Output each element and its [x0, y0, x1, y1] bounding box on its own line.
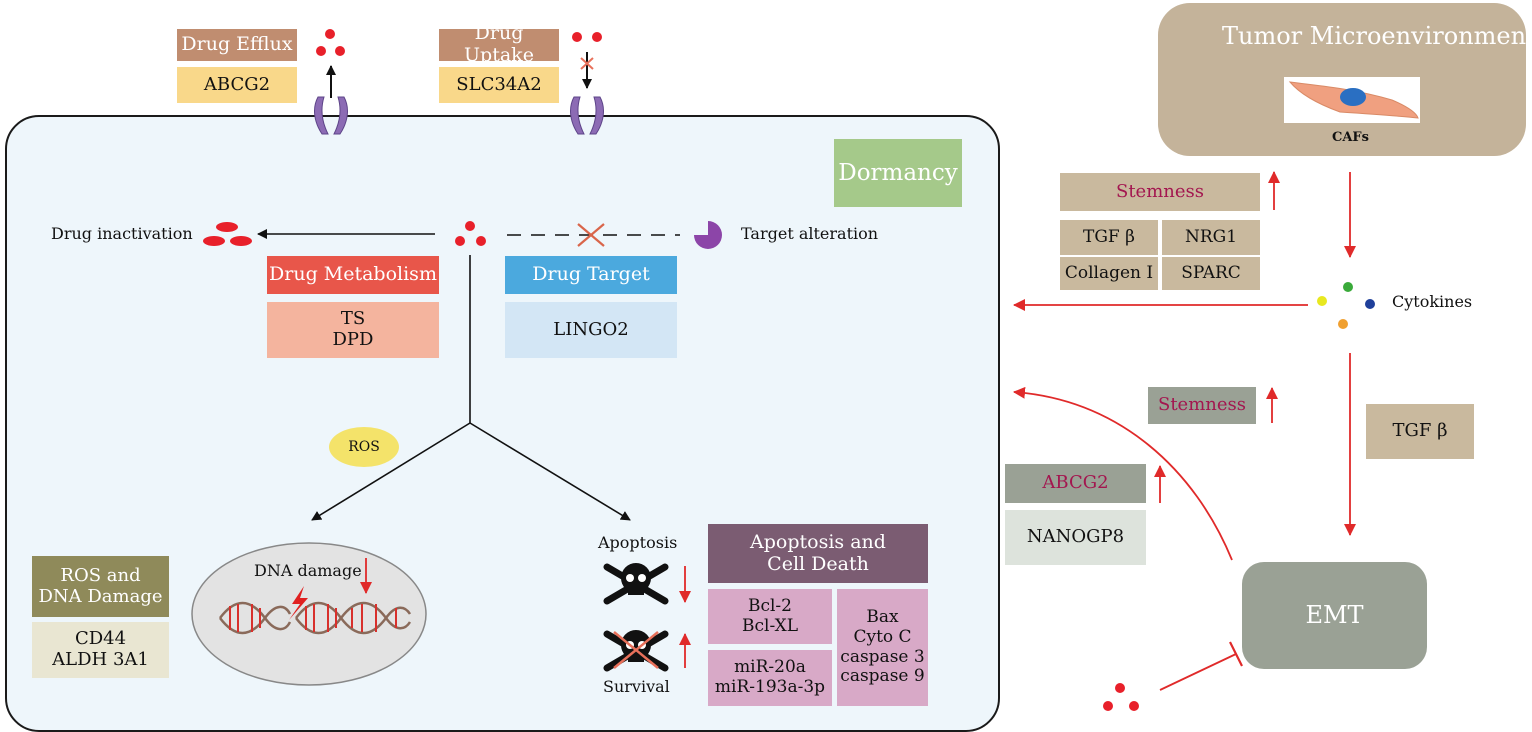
gene-dpd: DPD	[332, 329, 374, 350]
drug-target-genes: LINGO2	[505, 302, 677, 358]
drug-target-header: Drug Target	[505, 256, 677, 294]
drug-uptake-gene: SLC34A2	[439, 67, 559, 103]
gene-cd44: CD44	[74, 628, 127, 650]
cytokine-dots-icon	[1317, 282, 1375, 329]
drug-efflux-gene: ABCG2	[177, 67, 297, 103]
dormancy-box: Dormancy	[834, 139, 962, 207]
drug-metabolism-genes: TS DPD	[267, 302, 439, 358]
nanogp8-box: NANOGP8	[1005, 510, 1146, 565]
ros-bubble: ROS	[329, 427, 399, 467]
drug-metabolism-header: Drug Metabolism	[267, 256, 439, 294]
drug-molecules-efflux	[316, 29, 345, 56]
dna-damage-label: DNA damage	[254, 561, 362, 580]
gene-ts: TS	[340, 308, 366, 330]
cytokines-label: Cytokines	[1392, 292, 1473, 311]
drug-inactivation-label: Drug inactivation	[51, 224, 193, 243]
target-alteration-label: Target alteration	[741, 224, 879, 243]
skull-survival-icon	[603, 630, 669, 672]
tgf-beta-box: TGF β	[1366, 404, 1474, 459]
nucleus	[191, 542, 427, 686]
stemness-gene-tgfb: TGF β	[1060, 220, 1158, 255]
emt-box: EMT	[1242, 562, 1427, 669]
apoptosis-label: Apoptosis	[598, 533, 678, 552]
dna-helix-icon	[219, 601, 412, 635]
stemness-gene-collagen: Collagen I	[1060, 257, 1158, 290]
stemness-gene-sparc: SPARC	[1162, 257, 1260, 290]
stemness-mid-box: Stemness	[1148, 387, 1256, 424]
inactivated-drug-icon	[203, 222, 252, 246]
stemness-gene-nrg1: NRG1	[1162, 220, 1260, 255]
apoptosis-left-top: Bcl-2 Bcl-XL	[708, 589, 832, 644]
cancer-cell	[5, 115, 1000, 732]
uptake-transporter-icon	[570, 96, 604, 135]
gene-aldh3a1: ALDH 3A1	[52, 649, 149, 670]
apoptosis-right: Bax Cyto C caspase 3 caspase 9	[837, 589, 928, 706]
apoptosis-left-bottom: miR-20a miR-193a-3p	[708, 650, 832, 706]
binding-blocked-icon	[577, 223, 605, 247]
survival-label: Survival	[603, 677, 670, 696]
caf-label: CAFs	[1332, 130, 1369, 145]
drug-molecules-intracellular	[455, 221, 486, 246]
dna-rungs	[229, 604, 397, 632]
apoptosis-panel-header: Apoptosis and Cell Death	[708, 524, 928, 583]
skull-apoptosis-icon	[603, 563, 669, 605]
drug-molecules-uptake	[572, 32, 602, 42]
ros-dna-header: ROS and DNA Damage	[32, 556, 169, 617]
drug-efflux-header: Drug Efflux	[177, 29, 297, 61]
drug-uptake-header: Drug Uptake	[439, 22, 559, 66]
stemness-top-header: Stemness	[1060, 173, 1260, 211]
ros-dna-genes: CD44 ALDH 3A1	[32, 622, 169, 678]
dna-break-icon	[289, 586, 308, 620]
tumor-microenvironment-title: Tumor Microenvironment	[1222, 22, 1532, 50]
uptake-blocked-icon	[580, 57, 594, 70]
drug-molecules-emt	[1103, 683, 1139, 711]
efflux-transporter-icon	[314, 96, 348, 135]
altered-target-icon	[694, 221, 722, 249]
abcg2-header: ABCG2	[1005, 464, 1146, 503]
